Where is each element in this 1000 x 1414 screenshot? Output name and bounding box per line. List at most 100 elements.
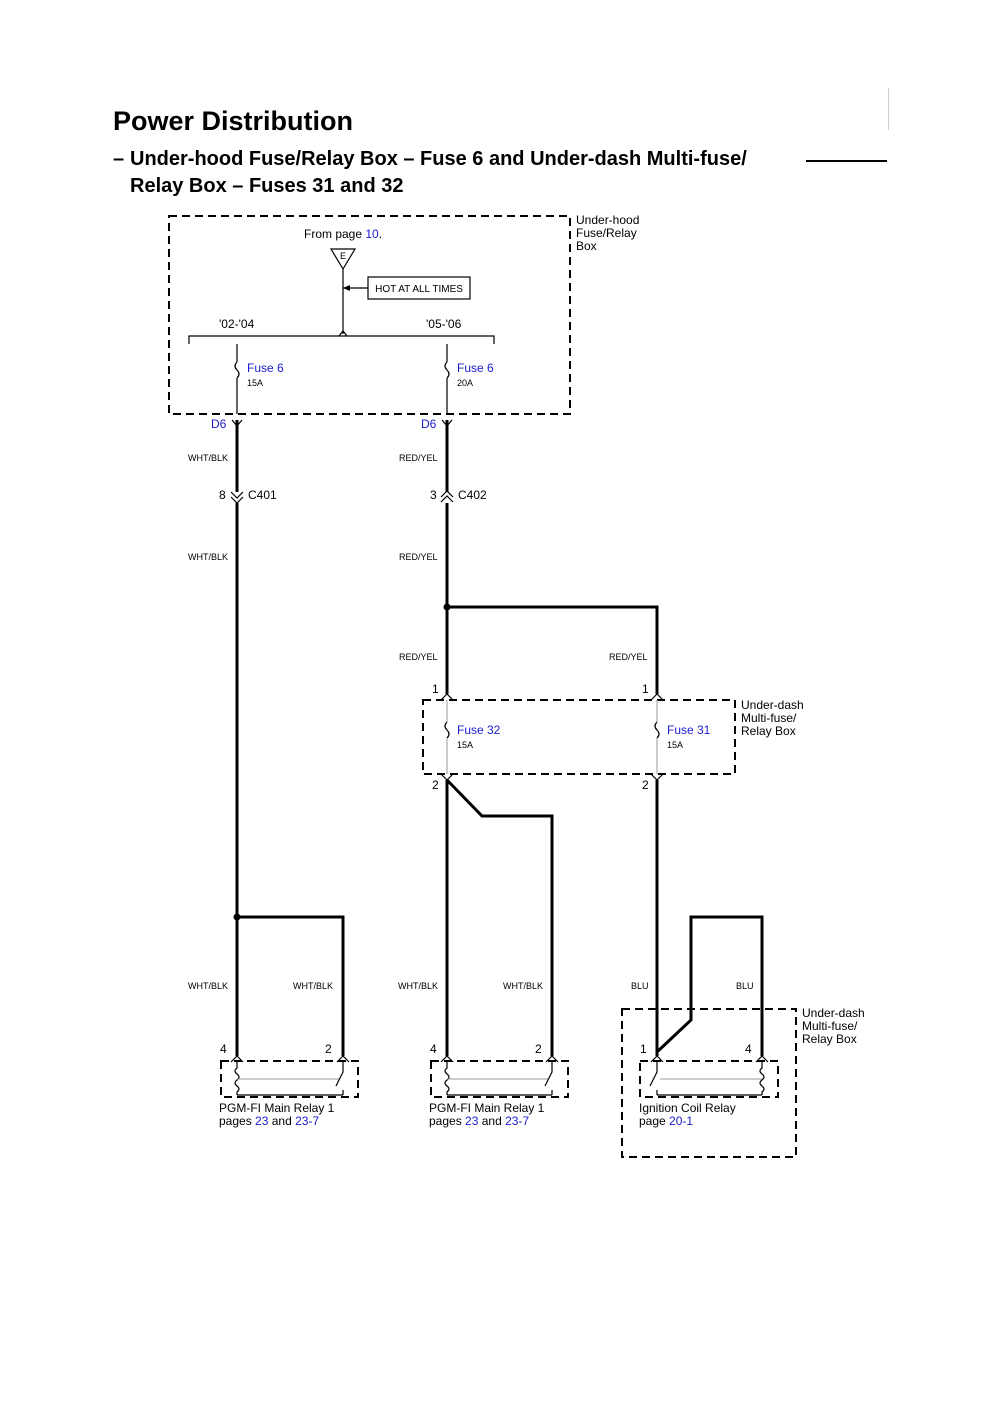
underdash-box-label-1: Under-dash (741, 698, 804, 712)
connector-c401-name: C401 (248, 488, 277, 502)
relay-ignition-coil-coil-icon (759, 1062, 765, 1095)
relay-pgmfi-1-page-link-1[interactable]: 23 (255, 1114, 269, 1128)
fuse6-right-symbol (444, 361, 450, 379)
relay-pgmfi-1-pages-prefix: pages (219, 1114, 255, 1128)
wire-label-red-yel-2: RED/YEL (399, 552, 438, 562)
from-page-note: From page 10. (304, 227, 382, 241)
terminal-d6-left[interactable]: D6 (211, 417, 227, 431)
underdash-box2-label-1: Under-dash (802, 1006, 865, 1020)
fuse31-name[interactable]: Fuse 31 (667, 723, 711, 737)
relay-pgmfi-1-pin-b-icon (336, 1055, 350, 1063)
relay-pgmfi-2-and: and (478, 1114, 505, 1128)
relay-pgmfi-2-pin-a-icon (440, 1055, 454, 1063)
relay-pgmfi-2-pages-prefix: pages (429, 1114, 465, 1128)
relay-pgmfi-1-switch-icon (335, 1062, 344, 1095)
wire-label-blu-2: BLU (736, 981, 754, 991)
fuse32-symbol (444, 721, 450, 739)
fuse6-left-name[interactable]: Fuse 6 (247, 361, 284, 375)
wire-label-wht-blk-3: WHT/BLK (188, 981, 228, 991)
underhood-box-label-2: Fuse/Relay (576, 226, 637, 240)
connector-c402-name: C402 (458, 488, 487, 502)
fuse31-rating: 15A (667, 740, 683, 750)
underdash-box2-outline (621, 1008, 797, 1158)
relay-pgmfi-2-coil-icon (444, 1062, 450, 1095)
wire-left-branch (237, 915, 345, 1056)
wire-label-red-yel-1: RED/YEL (399, 453, 438, 463)
page-title: Power Distribution (113, 106, 354, 136)
relay-pgmfi-1-page-link-2[interactable]: 23-7 (295, 1114, 319, 1128)
wire-fuse31-loop (655, 915, 764, 1056)
relay-pgmfi-2-outline (430, 1060, 569, 1098)
fuse6-right-rating: 20A (457, 378, 473, 388)
from-page-period: . (379, 227, 382, 241)
subtitle-dash: – (113, 148, 125, 170)
wire-label-wht-blk-2: WHT/BLK (188, 552, 228, 562)
wire-label-wht-blk-6: WHT/BLK (503, 981, 543, 991)
underdash-box2-label-2: Multi-fuse/ (802, 1019, 858, 1033)
fuse32-pin-in-icon (440, 693, 454, 701)
relay-pgmfi-1-pin-a-icon (230, 1055, 244, 1063)
relay-ignition-coil-pages-prefix: page (639, 1114, 669, 1128)
connector-c402-pin: 3 (430, 488, 437, 502)
connector-c402-icon (440, 490, 454, 503)
fuse32-rating: 15A (457, 740, 473, 750)
underhood-box-label-3: Box (576, 239, 597, 253)
underdash-box-label-2: Multi-fuse/ (741, 711, 797, 725)
relay-ignition-coil-pin-b: 4 (745, 1042, 752, 1056)
relay-pgmfi-2-pin-b: 2 (535, 1042, 542, 1056)
relay-ignition-coil-pin-a-icon (650, 1055, 664, 1063)
fuse32-pin-in: 1 (432, 682, 439, 696)
relay-ignition-coil-name: Ignition Coil Relay (639, 1101, 736, 1115)
underhood-box-outline (168, 215, 571, 415)
bracket-notch (338, 330, 348, 337)
underhood-box-label-1: Under-hood (576, 213, 639, 227)
relay-ignition-coil-pin-b-icon (755, 1055, 769, 1063)
wire-label-wht-blk-5: WHT/BLK (398, 981, 438, 991)
subtitle-line-1: Under-hood Fuse/Relay Box – Fuse 6 and U… (130, 148, 747, 170)
relay-pgmfi-1-name: PGM-FI Main Relay 1 (219, 1101, 335, 1115)
page-edge-mark (888, 88, 889, 130)
fuse6-right-name[interactable]: Fuse 6 (457, 361, 494, 375)
relay-pgmfi-2-page-link-1[interactable]: 23 (465, 1114, 479, 1128)
year-right: '05-'06 (426, 317, 462, 331)
relay-ignition-coil-outline (639, 1060, 779, 1098)
relay-pgmfi-2-pin-b-icon (545, 1055, 559, 1063)
wire-label-blu-1: BLU (631, 981, 649, 991)
relay-pgmfi-2-pages: pages 23 and 23-7 (429, 1114, 529, 1128)
relay-pgmfi-1: 4 2 PGM-FI Main Relay 1 pages 23 and 23-… (219, 1042, 359, 1128)
relay-pgmfi-2: 4 2 PGM-FI Main Relay 1 pages 23 and 23-… (429, 1042, 569, 1128)
fuse6-left-rating: 15A (247, 378, 263, 388)
connector-c401-icon (230, 491, 244, 504)
connector-c401-pin: 8 (219, 488, 226, 502)
relay-ignition-coil-pages: page 20-1 (639, 1114, 693, 1128)
wire-right-branch (447, 605, 659, 694)
underdash-box-outline (422, 699, 736, 775)
relay-pgmfi-2-page-link-2[interactable]: 23-7 (505, 1114, 529, 1128)
ground-triangle-icon (329, 248, 357, 271)
wire-fuse32-branch (445, 778, 554, 1056)
relay-ignition-coil-pin-a: 1 (640, 1042, 647, 1056)
relay-ignition-coil-page-link[interactable]: 20-1 (669, 1114, 693, 1128)
terminal-d6-right[interactable]: D6 (421, 417, 437, 431)
relay-pgmfi-1-pages: pages 23 and 23-7 (219, 1114, 319, 1128)
year-left: '02-'04 (219, 317, 255, 331)
wire-label-wht-blk-1: WHT/BLK (188, 453, 228, 463)
relay-pgmfi-2-pin-a: 4 (430, 1042, 437, 1056)
fuse31-symbol (654, 721, 660, 739)
year-bracket (188, 335, 495, 344)
subtitle-rule (806, 160, 887, 162)
fuse6-left-symbol (234, 361, 240, 379)
hot-label: HOT AT ALL TIMES (375, 284, 463, 295)
arrow-icon (343, 285, 350, 291)
fuse32-name[interactable]: Fuse 32 (457, 723, 501, 737)
relay-pgmfi-1-pin-b: 2 (325, 1042, 332, 1056)
from-page-text: From page (304, 227, 365, 241)
relay-pgmfi-2-switch-icon (544, 1062, 553, 1095)
from-page-link[interactable]: 10 (365, 227, 379, 241)
fuse31-pin-out: 2 (642, 778, 649, 792)
fuse31-pin-in-icon (650, 693, 664, 701)
fuse32-pin-out: 2 (432, 778, 439, 792)
wire-label-wht-blk-4: WHT/BLK (293, 981, 333, 991)
relay-pgmfi-1-outline (220, 1060, 359, 1098)
